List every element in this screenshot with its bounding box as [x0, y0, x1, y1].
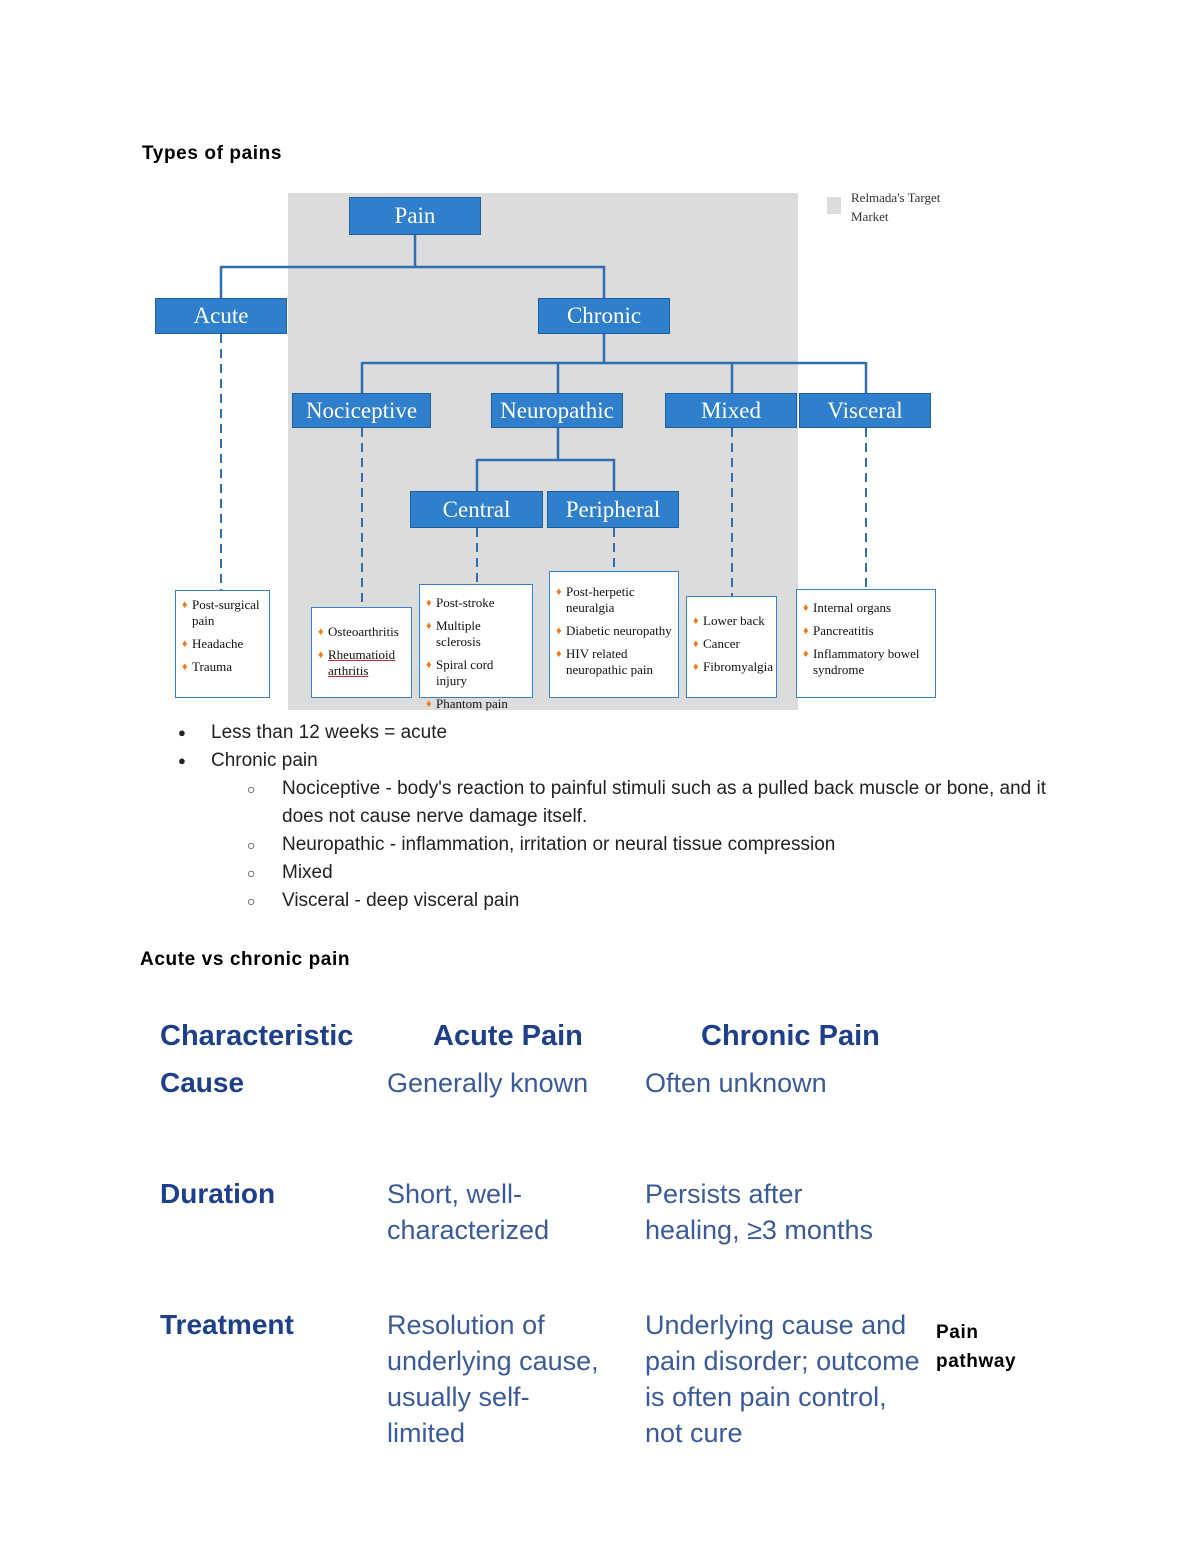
leaf-item: Pancreatitis	[803, 623, 930, 639]
legend-label: Relmada's Target Market	[851, 190, 941, 224]
list-item: Less than 12 weeks = acute	[140, 719, 1060, 747]
cell-treatment-chronic: Underlying cause and pain disorder; outc…	[645, 1310, 920, 1448]
table-header-characteristic: Characteristic	[160, 1020, 354, 1052]
sub-list-item: Mixed	[140, 859, 1060, 887]
legend-swatch	[827, 197, 841, 214]
node-acute: Acute	[155, 298, 287, 334]
section-heading-types-of-pains: Types of pains	[142, 143, 283, 164]
diagram-connectors	[219, 235, 868, 607]
leaf-item: Osteoarthritis	[318, 624, 406, 640]
node-nociceptive: Nociceptive	[292, 393, 431, 428]
leaf-item: HIV related neuropathic pain	[556, 646, 673, 678]
leaf-item: Inflammatory bowel syndrome	[803, 646, 930, 678]
leaf-mixed: Lower back Cancer Fibromyalgia	[686, 596, 777, 698]
cell-duration-acute: Short, well-characterized	[387, 1179, 550, 1245]
leaf-item: Multiple sclerosis	[426, 618, 527, 650]
row-label-duration: Duration	[160, 1178, 276, 1209]
leaf-item: Internal organs	[803, 600, 930, 616]
cell-cause-chronic: Often unknown	[645, 1068, 827, 1098]
cell-treatment-acute: Resolution of underlying cause, usually …	[387, 1310, 599, 1448]
node-chronic: Chronic	[538, 298, 670, 334]
node-peripheral: Peripheral	[547, 491, 679, 528]
leaf-nociceptive: Osteoarthritis Rheumatioid arthritis	[311, 607, 412, 698]
notes-list: Less than 12 weeks = acute Chronic pain …	[140, 719, 1060, 915]
leaf-item: Lower back	[693, 613, 771, 629]
node-pain: Pain	[349, 197, 481, 235]
leaf-item: Fibromyalgia	[693, 659, 773, 675]
row-label-cause: Cause	[160, 1067, 245, 1098]
section-heading-pain-pathway: Pain pathway	[936, 1322, 1017, 1372]
leaf-item: Post-surgical pain	[182, 597, 264, 629]
sub-list-item: Neuropathic - inflammation, irritation o…	[140, 831, 1060, 859]
leaf-item: Headache	[182, 636, 264, 652]
leaf-visceral: Internal organs Pancreatitis Inflammator…	[796, 589, 936, 698]
sub-list-item: Visceral - deep visceral pain	[140, 887, 1060, 915]
leaf-item: Cancer	[693, 636, 771, 652]
leaf-item: Post-herpetic neuralgia	[556, 584, 673, 616]
node-mixed: Mixed	[665, 393, 797, 428]
row-label-treatment: Treatment	[160, 1309, 294, 1340]
leaf-item: Diabetic neuropathy	[556, 623, 673, 639]
table-header-chronic: Chronic Pain	[701, 1020, 880, 1052]
leaf-item: Phantom pain	[426, 696, 527, 712]
leaf-item: Trauma	[182, 659, 264, 675]
leaf-item: Spiral cord injury	[426, 657, 527, 689]
node-neuropathic: Neuropathic	[491, 393, 623, 428]
section-heading-acute-vs-chronic: Acute vs chronic pain	[140, 949, 351, 970]
list-item: Chronic pain	[140, 747, 1060, 775]
cell-duration-chronic: Persists after healing, ≥3 months	[645, 1179, 873, 1245]
cell-cause-acute: Generally known	[387, 1068, 589, 1098]
node-central: Central	[410, 491, 543, 528]
leaf-central: Post-stroke Multiple sclerosis Spiral co…	[419, 584, 533, 712]
leaf-item: Post-stroke	[426, 595, 527, 611]
node-visceral: Visceral	[799, 393, 931, 428]
leaf-peripheral: Post-herpetic neuralgia Diabetic neuropa…	[549, 571, 679, 698]
sub-list-item: Nociceptive - body's reaction to painful…	[140, 775, 1060, 831]
leaf-acute: Post-surgical pain Headache Trauma	[175, 590, 270, 698]
table-header-acute: Acute Pain	[433, 1020, 583, 1052]
leaf-item: Rheumatioid arthritis	[318, 647, 406, 679]
